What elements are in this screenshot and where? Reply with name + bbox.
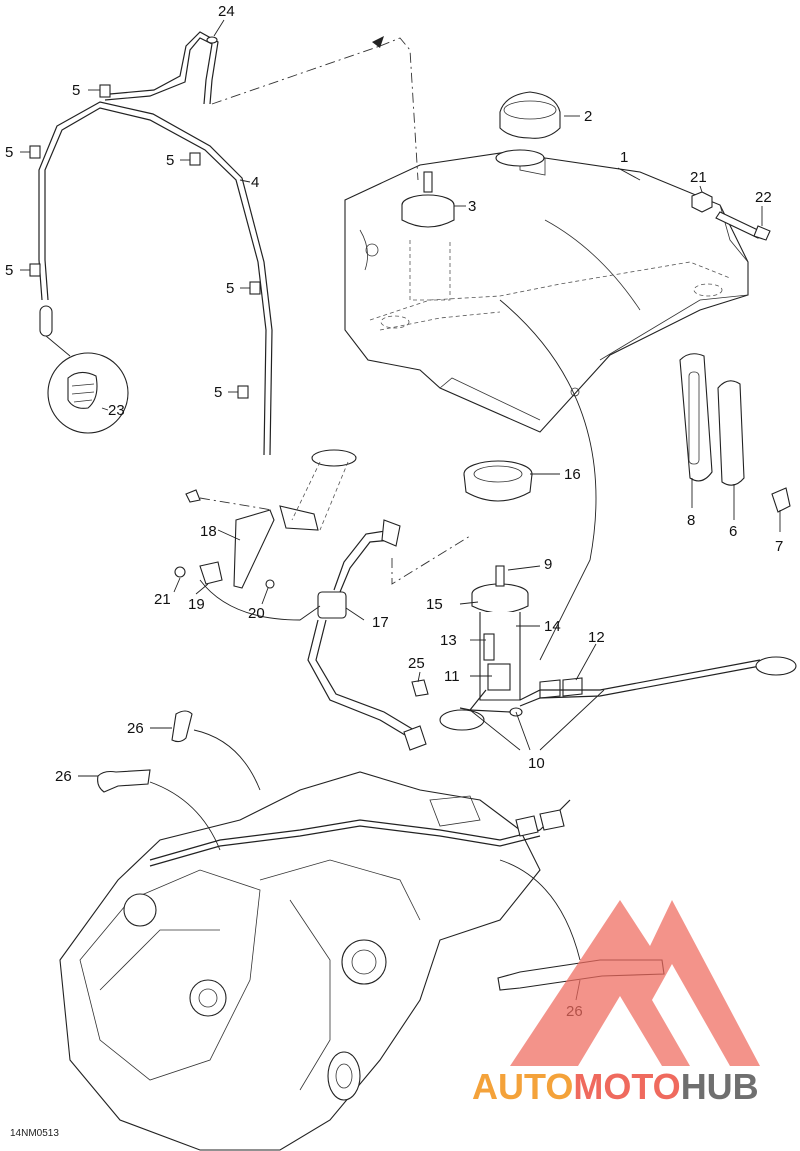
watermark-moto: MOTO <box>573 1066 681 1107</box>
mount-bolt-and-nut <box>691 191 771 241</box>
watermark-auto: AUTO <box>472 1066 574 1107</box>
callout-5: 5 <box>226 280 234 297</box>
pump-lock-ring <box>463 460 533 502</box>
callout-1: 1 <box>620 149 628 166</box>
watermark-hub: HUB <box>680 1066 759 1107</box>
callout-3: 3 <box>468 198 476 215</box>
callout-21: 21 <box>154 591 171 608</box>
tank-pump-flange <box>401 171 455 228</box>
callout-5: 5 <box>72 82 80 99</box>
tank-strap-pads <box>679 353 791 513</box>
callout-14: 14 <box>544 618 561 635</box>
callout-24: 24 <box>218 3 235 20</box>
watermark-logo <box>510 900 760 1066</box>
callout-16: 16 <box>564 466 581 483</box>
callout-17: 17 <box>372 614 389 631</box>
fuel-pump-assembly <box>439 565 797 731</box>
callout-5: 5 <box>5 144 13 161</box>
clip-detail-circle <box>39 305 129 434</box>
callout-21: 21 <box>690 169 707 186</box>
callout-5: 5 <box>5 262 13 279</box>
callout-6: 6 <box>729 523 737 540</box>
callout-25: 25 <box>408 655 425 672</box>
engine-assembly <box>59 771 571 1151</box>
callout-5: 5 <box>166 152 174 169</box>
callout-7: 7 <box>775 538 783 555</box>
watermark-text: AUTOMOTOHUB <box>472 1066 759 1108</box>
callout-23: 23 <box>108 402 125 419</box>
callout-20: 20 <box>248 605 265 622</box>
callout-8: 8 <box>687 512 695 529</box>
leader-lines <box>20 19 781 1001</box>
callout-5: 5 <box>214 384 222 401</box>
callout-26: 26 <box>55 768 72 785</box>
callout-2: 2 <box>584 108 592 125</box>
callout-10: 10 <box>528 755 545 772</box>
callout-22: 22 <box>755 189 772 206</box>
callout-26: 26 <box>127 720 144 737</box>
callout-15: 15 <box>426 596 443 613</box>
fuel-cap <box>495 91 561 167</box>
callout-9: 9 <box>544 556 552 573</box>
connector-clip <box>411 679 429 697</box>
callout-13: 13 <box>440 632 457 649</box>
callout-4: 4 <box>251 174 259 191</box>
callout-11: 11 <box>444 668 460 685</box>
reference-code: 14NM0513 <box>10 1128 59 1139</box>
fuel-filter-bracket <box>174 449 471 751</box>
callout-12: 12 <box>588 629 605 646</box>
callout-18: 18 <box>200 523 217 540</box>
callout-19: 19 <box>188 596 205 613</box>
vent-hose <box>38 31 419 456</box>
